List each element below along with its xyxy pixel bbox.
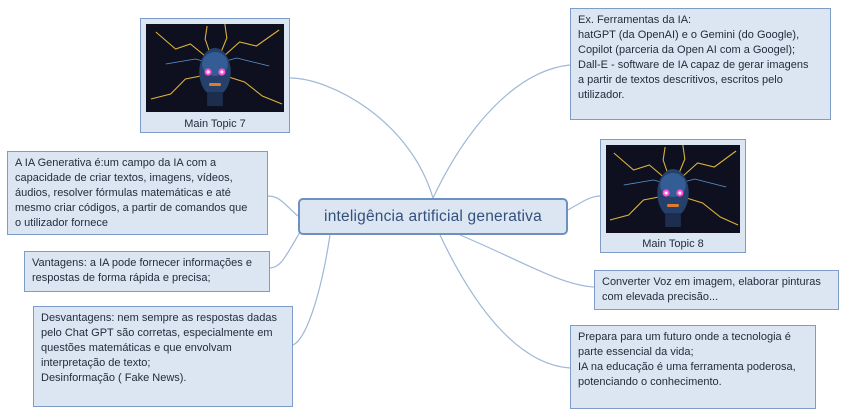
topic-line: Ex. Ferramentas da IA: — [578, 14, 692, 26]
topic-line: o utilizador fornece — [15, 217, 108, 229]
topic-line: Dall-E - software de IA capaz de gerar i… — [578, 59, 809, 71]
connector-voice — [459, 234, 595, 288]
topic-line: questões matemáticas e que envolvam — [41, 342, 232, 354]
topic-definition[interactable]: A IA Generativa é:um campo da IA com a c… — [7, 151, 268, 235]
topic-tools[interactable]: Ex. Ferramentas da IA: hatGPT (da OpenAI… — [570, 8, 831, 120]
central-topic-label: inteligência artificial generativa — [324, 207, 542, 225]
topic-line: parte essencial da vida; — [578, 346, 694, 358]
topic-line: Copilot (parceria da Open AI com a Googe… — [578, 44, 796, 56]
connector-main-topic-8 — [567, 195, 601, 211]
topic-line: mesmo criar códigos, a partir de comando… — [15, 202, 248, 214]
connector-main-topic-7 — [289, 77, 434, 199]
connector-definition — [267, 195, 299, 217]
connector-tools — [432, 64, 571, 199]
topic-line: potenciando o conhecimento. — [578, 376, 722, 388]
topic-line: A IA Generativa é:um campo da IA com a — [15, 157, 217, 169]
topic-line: hatGPT (da OpenAI) e o Gemini (do Google… — [578, 29, 800, 41]
topic-line: Converter Voz em imagem, elaborar pintur… — [602, 276, 821, 288]
topic-line: IA na educação é uma ferramenta poderosa… — [578, 361, 796, 373]
topic-line: Desvantagens: nem sempre as respostas da… — [41, 312, 278, 324]
topic-line: Desinformação ( Fake News). — [41, 372, 187, 384]
central-topic[interactable]: inteligência artificial generativa — [298, 198, 568, 235]
topic-advantages[interactable]: Vantagens: a IA pode fornecer informaçõe… — [24, 251, 270, 292]
topic-line: Prepara para um futuro onde a tecnologia… — [578, 331, 791, 343]
robot-head-image — [146, 24, 284, 112]
connector-disadvantages — [292, 234, 331, 346]
main-topic-7-node[interactable]: Main Topic 7 — [140, 18, 290, 133]
topic-line: respostas de forma rápida e precisa; — [32, 272, 211, 284]
topic-line: pelo Chat GPT são corretas, especialment… — [41, 327, 273, 339]
connector-future — [439, 234, 571, 369]
robot-head-image — [606, 145, 740, 233]
topic-line: áudios, resolver fórmulas matemáticas e … — [15, 187, 231, 199]
main-topic-7-caption: Main Topic 7 — [184, 118, 246, 130]
topic-line: com elevada precisão... — [602, 291, 719, 303]
topic-line: Vantagens: a IA pode fornecer informaçõe… — [32, 257, 252, 269]
main-topic-8-caption: Main Topic 8 — [642, 238, 704, 250]
main-topic-8-node[interactable]: Main Topic 8 — [600, 139, 746, 253]
connector-advantages — [269, 231, 301, 269]
topic-future[interactable]: Prepara para um futuro onde a tecnologia… — [570, 325, 816, 409]
topic-line: a partir de textos descritivos, escritos… — [578, 74, 783, 86]
topic-voice-to-image[interactable]: Converter Voz em imagem, elaborar pintur… — [594, 270, 839, 310]
topic-line: utilizador. — [578, 89, 625, 101]
topic-line: interpretação de texto; — [41, 357, 151, 369]
topic-line: capacidade de criar textos, imagens, víd… — [15, 172, 233, 184]
topic-disadvantages[interactable]: Desvantagens: nem sempre as respostas da… — [33, 306, 293, 407]
